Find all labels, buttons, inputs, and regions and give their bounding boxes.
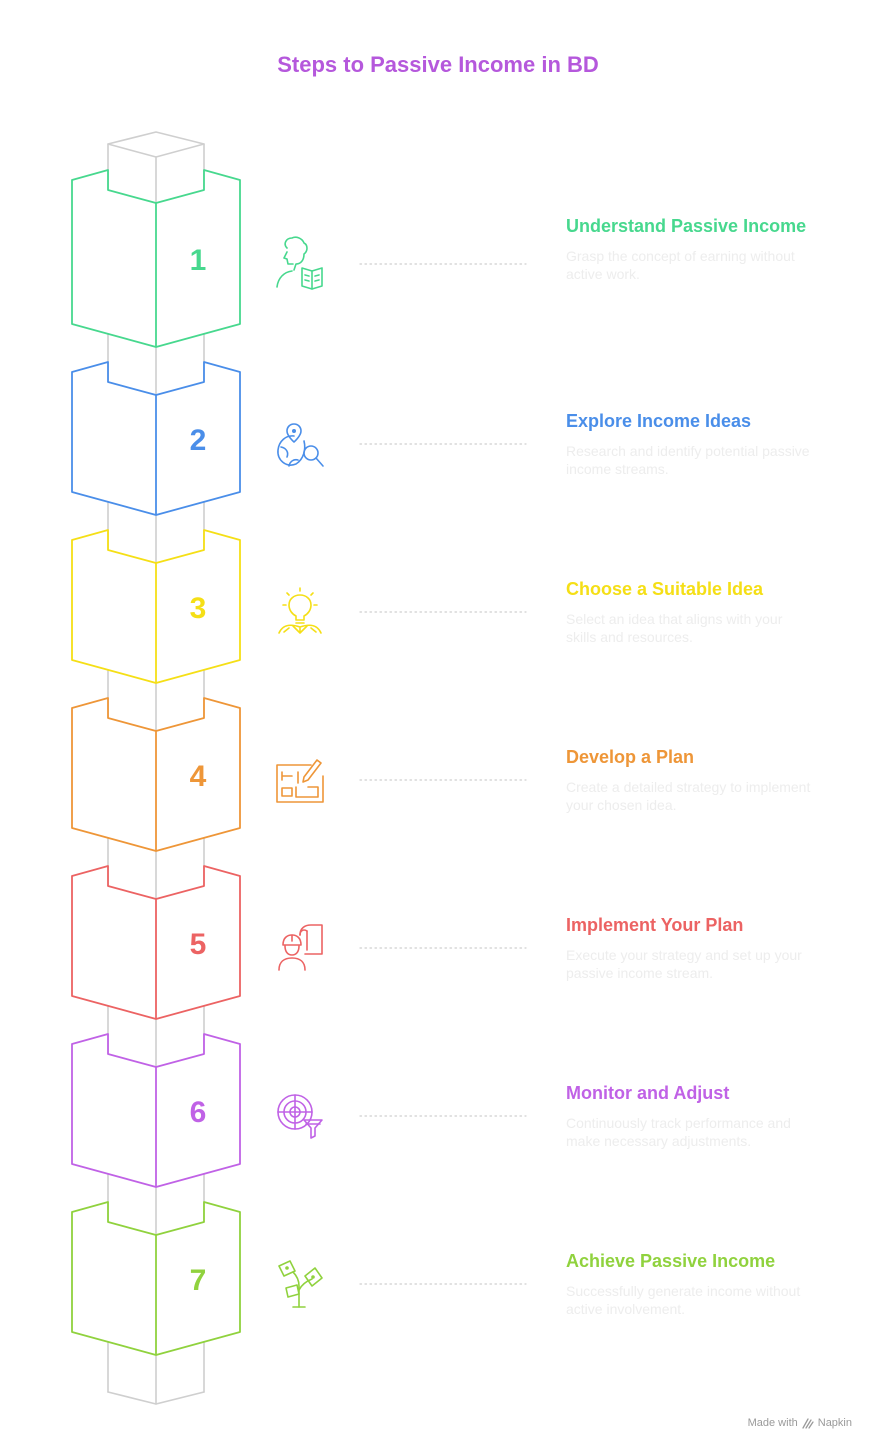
step-number-7: 7 <box>190 1264 207 1297</box>
step-box-3: 3 <box>71 529 241 684</box>
step-number-2: 2 <box>190 424 207 457</box>
globe-search-icon <box>277 423 324 467</box>
napkin-logo-icon <box>802 1417 814 1429</box>
step-description: Select an idea that aligns with your ski… <box>566 611 783 645</box>
step-description: Execute your strategy and set up your pa… <box>566 947 802 981</box>
page-title: Steps to Passive Income in BD <box>277 52 599 77</box>
napkin-brand: Napkin <box>817 1417 852 1429</box>
footer: Made with Napkin <box>748 1417 852 1429</box>
step-title: Monitor and Adjust <box>566 1083 730 1103</box>
reading-person-icon <box>276 236 323 290</box>
step-title: Achieve Passive Income <box>566 1251 776 1271</box>
step-description: Create a detailed strategy to implement … <box>566 779 811 813</box>
step-number-6: 6 <box>190 1096 207 1129</box>
step-title: Explore Income Ideas <box>566 411 752 431</box>
step-title: Choose a Suitable Idea <box>566 579 764 599</box>
blueprint-pencil-icon <box>276 759 324 803</box>
step-box-5: 5 <box>71 865 241 1020</box>
step-description: Research and identify potential passive … <box>566 443 810 477</box>
step-box-2: 2 <box>71 361 241 516</box>
money-plant-icon <box>278 1260 323 1308</box>
made-with-label: Made with <box>747 1417 798 1429</box>
step-box-4: 4 <box>71 697 241 852</box>
step-description: Successfully generate income without act… <box>566 1283 801 1317</box>
step-description: Continuously track performance and make … <box>566 1115 791 1149</box>
step-box-6: 6 <box>71 1033 241 1188</box>
worker-plan-icon <box>278 924 323 971</box>
step-number-3: 3 <box>190 592 207 625</box>
step-title: Understand Passive Income <box>566 216 807 236</box>
step-number-1: 1 <box>190 244 207 277</box>
step-description: Grasp the concept of earning without act… <box>566 248 795 282</box>
radar-funnel-icon <box>277 1094 323 1139</box>
lightbulb-idea-icon <box>278 587 322 634</box>
step-box-7: 7 <box>71 1201 241 1356</box>
step-number-5: 5 <box>190 928 207 961</box>
step-title: Implement Your Plan <box>566 915 744 935</box>
step-title: Develop a Plan <box>566 747 695 767</box>
step-number-4: 4 <box>190 760 207 793</box>
step-box-1: 1 <box>71 169 241 348</box>
